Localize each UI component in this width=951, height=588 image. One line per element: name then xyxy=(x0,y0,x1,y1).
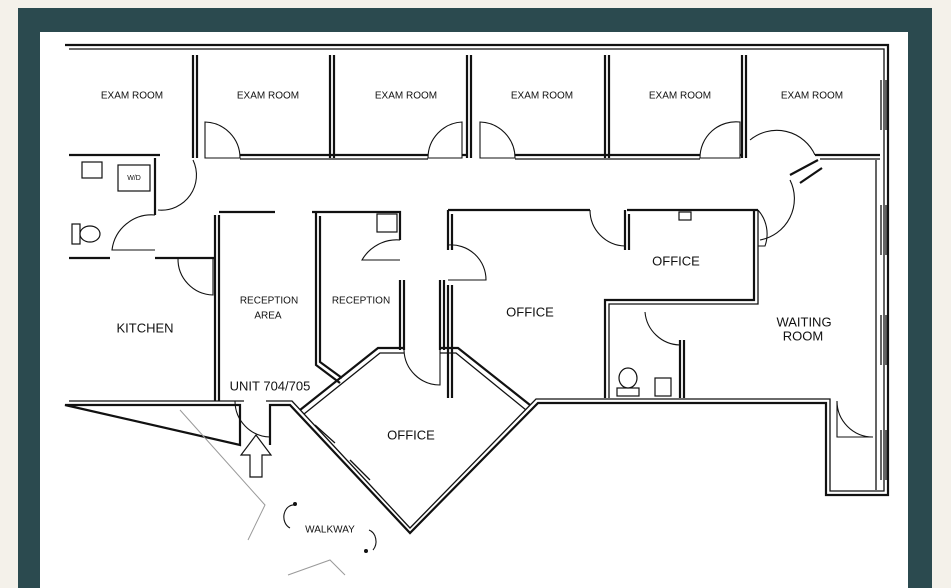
arrow-up-icon xyxy=(239,434,273,478)
door-reception xyxy=(361,239,401,261)
label-office-center: OFFICE xyxy=(506,304,554,319)
label-waiting-room-line1: WAITING xyxy=(776,314,831,329)
door-exam4 xyxy=(479,121,516,159)
sink-icon-2 xyxy=(654,377,672,397)
door-bath xyxy=(111,214,156,251)
label-walkway: WALKWAY xyxy=(305,525,355,536)
door-restroom-right xyxy=(644,311,681,346)
reception-walls xyxy=(219,210,446,384)
door-kitchen xyxy=(177,257,214,296)
kitchen-walls xyxy=(213,215,221,401)
curve-arrow-left-dot xyxy=(293,502,297,506)
toilet-tank xyxy=(71,223,81,245)
door-exam5 xyxy=(699,121,741,159)
label-exam-room-4: EXAM ROOM xyxy=(511,91,573,102)
door-front-office xyxy=(403,349,441,386)
door-bath-wd xyxy=(157,159,197,211)
curve-arrow-left-icon xyxy=(283,504,296,529)
exterior-walls xyxy=(64,43,890,535)
label-waiting-room-line2: ROOM xyxy=(783,328,823,343)
label-exam-room-5: EXAM ROOM xyxy=(649,91,711,102)
door-exam3 xyxy=(427,121,463,159)
label-reception-area-line1: RECEPTION xyxy=(240,296,298,307)
toilet-tank-2 xyxy=(616,387,640,397)
floor-plan-sheet xyxy=(40,32,908,588)
label-exam-room-1: EXAM ROOM xyxy=(101,91,163,102)
label-reception-area-line2: AREA xyxy=(254,311,282,322)
door-waiting-swing xyxy=(759,179,795,241)
office-outlet xyxy=(678,211,692,221)
door-entrance xyxy=(234,400,271,438)
door-exam1 xyxy=(204,121,241,159)
door-waiting-exit xyxy=(836,400,874,438)
toilet-icon-2 xyxy=(618,367,638,389)
label-office-upper-right: OFFICE xyxy=(652,253,700,268)
label-exam-room-3: EXAM ROOM xyxy=(375,91,437,102)
label-reception: RECEPTION xyxy=(332,296,390,307)
walkway-lines xyxy=(179,409,346,576)
door-swings xyxy=(111,121,874,438)
room-labels: EXAM ROOM EXAM ROOM EXAM ROOM EXAM ROOM … xyxy=(101,91,843,536)
walkway-arrows xyxy=(283,502,377,553)
label-exam-room-2: EXAM ROOM xyxy=(237,91,299,102)
bathroom-left xyxy=(69,158,215,260)
washer-dryer-box xyxy=(117,164,151,192)
door-waiting-upper xyxy=(757,209,768,247)
sink-icon xyxy=(81,161,103,179)
center-office-walls xyxy=(446,208,759,398)
toilet-icon xyxy=(79,225,101,243)
label-washer-dryer: W/D xyxy=(127,175,141,182)
exam-rooms-row xyxy=(69,55,880,160)
label-kitchen: KITCHEN xyxy=(116,320,173,335)
door-office-upper xyxy=(589,209,626,247)
waiting-room-walls xyxy=(789,80,887,490)
label-office-front: OFFICE xyxy=(387,427,435,442)
reception-fixture xyxy=(376,213,398,233)
label-unit-number: UNIT 704/705 xyxy=(230,378,311,393)
door-exam6 xyxy=(749,129,816,156)
label-exam-room-6: EXAM ROOM xyxy=(781,91,843,102)
front-office-walls xyxy=(299,346,531,481)
door-office-center xyxy=(447,244,487,281)
curve-arrow-right-icon xyxy=(368,529,377,551)
curve-arrow-right-dot xyxy=(364,549,368,553)
